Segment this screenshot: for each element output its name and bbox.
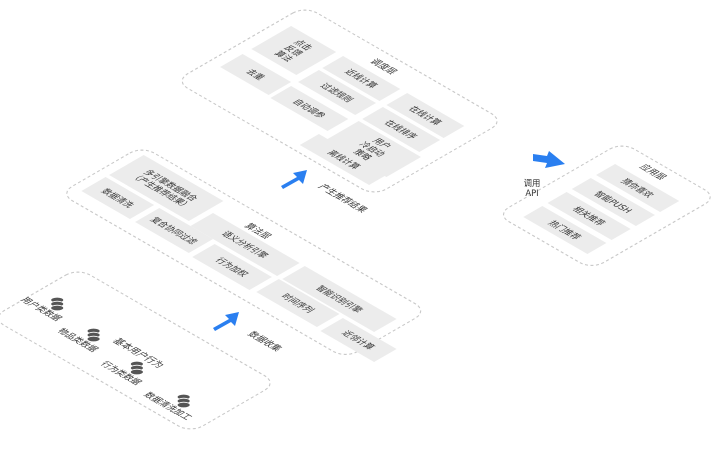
- tile-online-compute: [386, 93, 465, 138]
- tile-smart-push: [571, 178, 655, 226]
- database-icon: [129, 360, 144, 376]
- database-icon: [176, 393, 191, 409]
- tile-dedup: [220, 54, 292, 95]
- tile-offline-compute: [299, 134, 389, 185]
- tile-auto-tuning: [270, 86, 349, 131]
- arrow-api-icon: [533, 151, 565, 168]
- tile-related-recommend: [547, 192, 631, 240]
- tile-guess-you-like: [596, 164, 680, 212]
- arrow-collect-label: 数据收集: [244, 330, 285, 354]
- tile-nearline-compute: [322, 56, 401, 101]
- tile-click-feedback-algorithm: [251, 26, 337, 75]
- tile-hot-recommend: [523, 206, 607, 254]
- arrow-collect-icon: [213, 312, 239, 331]
- tile-smart-recognition: [282, 266, 397, 332]
- tile-filter-rules: [298, 70, 376, 115]
- tile-time-series: [256, 279, 340, 327]
- tile-neighbor-compute: [320, 318, 397, 362]
- tile-multi-engine-fusion: [109, 155, 224, 221]
- base-layer-panel: [0, 271, 271, 430]
- tile-composite-cf: [135, 208, 213, 253]
- tile-data-cleaning: [81, 177, 155, 219]
- database-icon: [50, 296, 65, 312]
- tile-behavior-weighting: [192, 244, 272, 290]
- database-icon: [86, 327, 101, 343]
- arrow-produce-icon: [281, 170, 307, 189]
- tile-user-cold-start: [324, 121, 421, 177]
- tile-online-ranking: [362, 107, 441, 152]
- tile-semantic-engine: [190, 213, 300, 276]
